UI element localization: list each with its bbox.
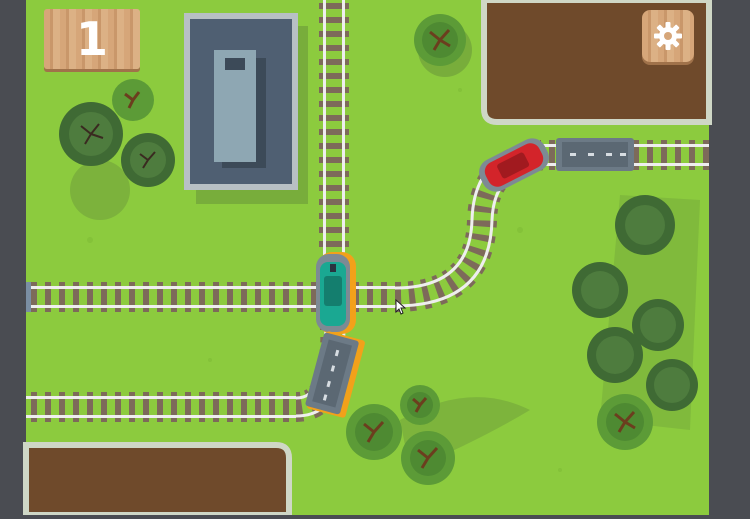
settings-button[interactable] bbox=[642, 10, 694, 62]
track-lower bbox=[26, 317, 351, 422]
train-red[interactable] bbox=[474, 134, 634, 197]
gear-icon bbox=[654, 22, 682, 50]
left-gutter bbox=[0, 0, 26, 515]
tree-cluster-bottom-center bbox=[346, 385, 530, 485]
tree-top-center bbox=[414, 14, 472, 77]
level-number: 1 bbox=[75, 12, 108, 66]
tree-cluster-top-left bbox=[59, 79, 175, 220]
right-gutter bbox=[709, 0, 750, 515]
dirt-plot-bottom-left bbox=[23, 442, 292, 518]
mouse-cursor bbox=[395, 298, 407, 315]
wagon-gray[interactable] bbox=[304, 330, 365, 418]
roof-vent bbox=[225, 58, 245, 70]
train-teal[interactable] bbox=[316, 252, 356, 334]
level-counter: 1 bbox=[44, 9, 140, 69]
track-end-stub bbox=[26, 282, 31, 312]
track-vertical bbox=[319, 0, 349, 255]
tree-cluster-right bbox=[572, 195, 700, 450]
